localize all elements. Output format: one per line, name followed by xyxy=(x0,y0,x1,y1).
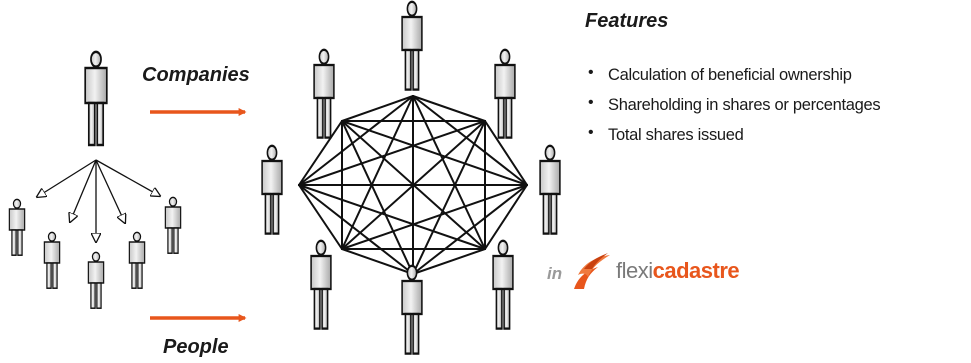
connector-4 xyxy=(95,159,125,223)
person-icon xyxy=(83,50,109,147)
network-connections xyxy=(298,95,528,275)
hierarchy-connectors xyxy=(37,159,160,242)
brand-wordmark: flexicadastre xyxy=(616,258,740,284)
flame-logo-icon xyxy=(574,253,610,289)
brand-suffix: cadastre xyxy=(652,258,740,283)
people-label: People xyxy=(163,336,229,358)
person-icon xyxy=(312,48,336,139)
person-icon xyxy=(128,231,146,289)
feature-text: Shareholding in shares or percentages xyxy=(608,96,881,114)
brand-prefix: flexi xyxy=(616,258,653,283)
features-list: • Calculation of beneficial ownership • … xyxy=(588,62,881,152)
bullet-icon: • xyxy=(588,64,594,81)
feature-text: Total shares issued xyxy=(608,126,744,144)
person-icon xyxy=(400,264,424,355)
person-icon xyxy=(43,231,61,289)
person-icon xyxy=(164,196,182,254)
feature-text: Calculation of beneficial ownership xyxy=(608,66,852,84)
bullet-icon: • xyxy=(588,124,594,141)
feature-item: • Shareholding in shares or percentages xyxy=(588,92,881,122)
connector-5 xyxy=(95,159,160,196)
connector-2 xyxy=(70,159,97,222)
person-icon xyxy=(400,0,424,91)
in-label: in xyxy=(547,264,563,283)
flexicadastre-logo: flexicadastre xyxy=(568,251,740,291)
hierarchy-people xyxy=(8,50,182,309)
person-icon xyxy=(491,239,515,330)
person-icon xyxy=(309,239,333,330)
connector-1 xyxy=(37,159,97,197)
person-icon xyxy=(8,198,26,256)
person-icon xyxy=(87,251,105,309)
companies-label: Companies xyxy=(142,64,250,86)
person-icon xyxy=(260,144,284,235)
features-title: Features xyxy=(585,10,669,32)
person-icon xyxy=(538,144,562,235)
feature-item: • Total shares issued xyxy=(588,122,880,152)
person-icon xyxy=(493,48,517,139)
feature-item: • Calculation of beneficial ownership xyxy=(588,62,880,92)
bullet-icon: • xyxy=(588,94,594,111)
